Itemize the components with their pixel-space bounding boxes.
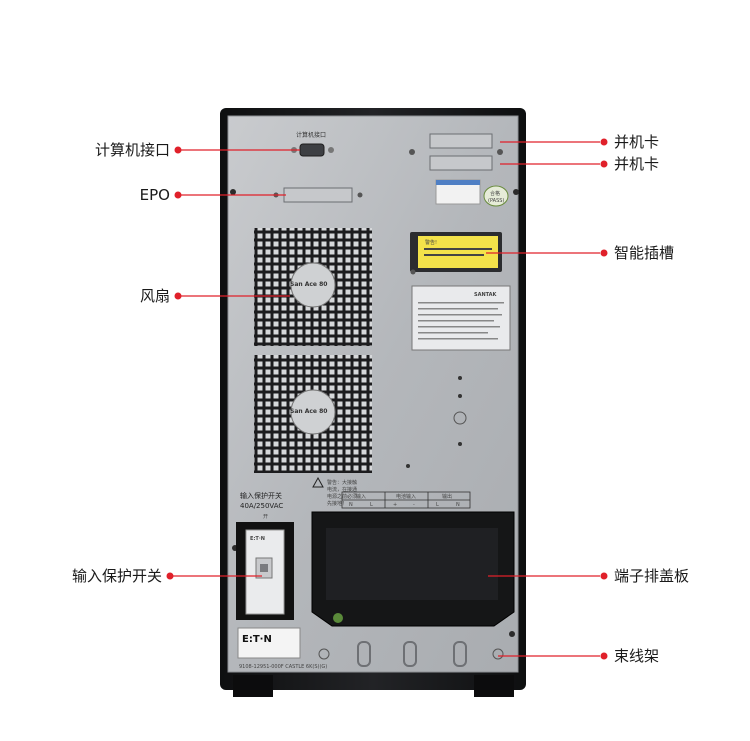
serial-number: 9108-12951-000F CASTLE 6K(S)(G) [239, 664, 327, 670]
computer-port-label: 计算机接口 [296, 131, 326, 139]
svg-text:输入: 输入 [356, 493, 366, 500]
terminal-cover [311, 511, 515, 627]
certification-sticker: 合格 (PASS) [435, 179, 509, 207]
svg-text:先接地！: 先接地！ [327, 500, 347, 507]
eaton-logo: E:T·N [242, 634, 272, 645]
callout-lines [170, 141, 600, 657]
svg-text:L: L [436, 502, 439, 508]
callout-cable-rack: 束线架 [614, 647, 660, 665]
callout-smart-slot: 智能插槽 [614, 244, 675, 262]
callout-input-breaker: 输入保护开关 [71, 567, 162, 585]
pass-badge-bottom: (PASS) [488, 198, 504, 204]
pass-badge-top: 合格 [490, 190, 500, 197]
fan-brand-lower: San Ace 80 [290, 408, 327, 415]
breaker-rating: 40A/250VAC [240, 502, 283, 510]
cable-rack [318, 641, 504, 667]
parallel-card-slots [409, 133, 503, 171]
breaker-title: 输入保护开关 [240, 491, 282, 500]
callout-fan: 风扇 [139, 287, 170, 305]
callout-dots [166, 138, 608, 660]
callout-parallel-card-2: 并机卡 [614, 155, 660, 173]
svg-text:L: L [370, 502, 373, 508]
svg-text:-: - [413, 502, 415, 508]
input-breaker: 输入保护开关 40A/250VAC 开 E:T·N [236, 491, 294, 620]
smart-slot: 警告! [410, 232, 502, 275]
callout-epo: EPO [139, 186, 170, 204]
smart-slot-warning: 警告! [425, 239, 437, 246]
svg-text:E:T·N: E:T·N [250, 536, 265, 542]
callout-computer-port: 计算机接口 [94, 141, 170, 159]
santak-brand: SANTAK [474, 292, 498, 298]
terminal-header: 输入 电池输入 输出 N L + - L N [341, 491, 471, 509]
cooling-fan-lower: San Ace 80 [254, 355, 372, 473]
spec-nameplate: SANTAK [411, 285, 511, 351]
mounting-holes [406, 376, 467, 468]
svg-text:电流，在接通: 电流，在接通 [327, 486, 357, 493]
fan-brand-upper: San Ace 80 [290, 281, 327, 288]
cooling-fan-upper: San Ace 80 [254, 228, 372, 346]
epo-port [273, 187, 363, 203]
callout-parallel-card-1: 并机卡 [614, 133, 660, 151]
svg-text:警告：大接触: 警告：大接触 [327, 479, 357, 486]
svg-text:N: N [349, 502, 353, 508]
svg-text:电池输入: 电池输入 [396, 493, 416, 500]
svg-text:N: N [456, 502, 460, 508]
eaton-label: E:T·N 9108-12951-000F CASTLE 6K(S)(G) [237, 627, 327, 670]
svg-text:+: + [393, 502, 397, 508]
svg-text:输出: 输出 [442, 493, 452, 500]
breaker-on-label: 开 [263, 514, 268, 520]
callout-terminal-cover: 端子排盖板 [614, 567, 690, 585]
